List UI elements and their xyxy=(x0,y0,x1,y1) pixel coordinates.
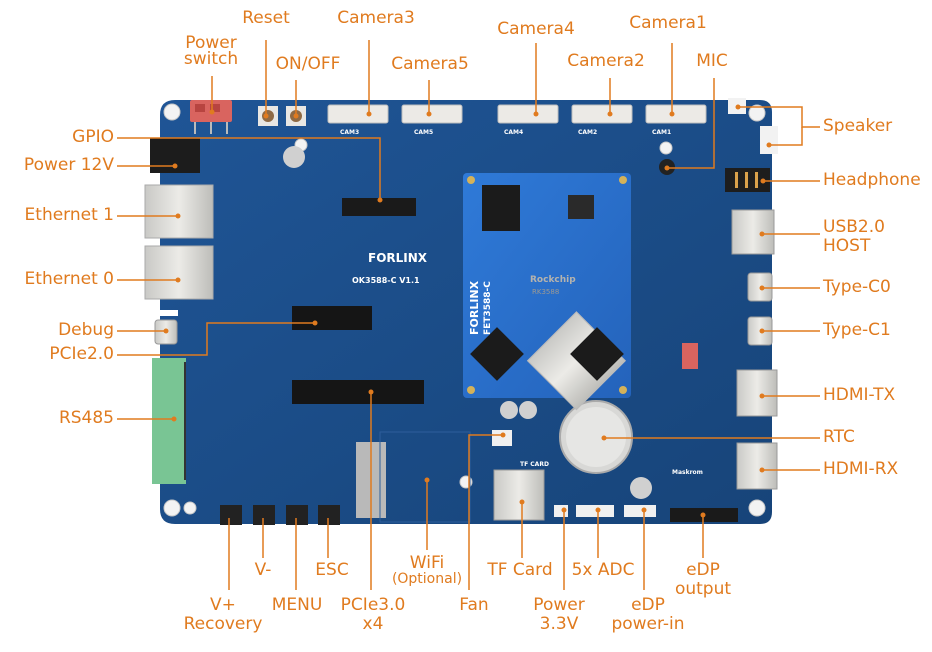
hdmi-tx-port xyxy=(736,369,778,417)
silk-tf-card: TF CARD xyxy=(520,461,549,468)
label-power-12v: Power 12V xyxy=(23,155,114,175)
label-power-3v3-line2: 3.3V xyxy=(539,614,579,634)
label-mic: MIC xyxy=(696,51,728,71)
label-rtc: RTC xyxy=(823,427,855,447)
label-hdmi-rx: HDMI-RX xyxy=(823,459,899,479)
label-pcie2: PCIe2.0 xyxy=(49,344,114,364)
label-ethernet-1: Ethernet 1 xyxy=(24,205,114,225)
label-usb-host-line1: USB2.0 xyxy=(823,217,885,237)
board-brand: FORLINX xyxy=(368,251,428,265)
usb-host-port xyxy=(731,209,775,255)
silk-cam5: CAM5 xyxy=(414,129,433,136)
label-wifi-note: (Optional) xyxy=(391,571,463,587)
label-speaker: Speaker xyxy=(823,116,893,136)
label-power-switch-line1: Power xyxy=(185,33,237,53)
gpio-header xyxy=(342,198,416,216)
label-camera2: Camera2 xyxy=(567,51,645,71)
label-edp-output: eDP output xyxy=(675,561,731,599)
label-rs485: RS485 xyxy=(58,408,114,428)
label-esc: ESC xyxy=(315,560,349,580)
edp-power-connector xyxy=(624,505,656,517)
label-wifi: WiFi (Optional) xyxy=(392,554,462,586)
label-usb-host: USB2.0 HOST xyxy=(823,218,885,256)
speaker-connector-b xyxy=(760,126,778,154)
module-brand: FORLINX xyxy=(468,280,481,335)
module-model: FET3588-C xyxy=(483,281,493,335)
silk-cam4: CAM4 xyxy=(504,129,523,136)
label-v-plus-line1: V+ xyxy=(210,595,236,615)
label-on-off: ON/OFF xyxy=(275,54,341,74)
label-power-switch-line2: switch xyxy=(183,49,239,69)
label-fan: Fan xyxy=(459,595,489,615)
bottom-buttons xyxy=(220,505,340,525)
camera-connectors xyxy=(327,104,707,124)
label-camera4: Camera4 xyxy=(497,19,575,39)
label-headphone: Headphone xyxy=(823,170,921,190)
soc-text: RK3588 xyxy=(532,288,559,296)
tf-card-slot xyxy=(493,469,545,521)
label-debug: Debug xyxy=(58,320,114,340)
mounting-holes xyxy=(163,103,766,517)
label-pcie3-line2: x4 xyxy=(362,614,384,634)
ethernet-0-jack xyxy=(144,245,214,300)
label-menu: MENU xyxy=(271,595,323,615)
label-edp-output-line1: eDP xyxy=(686,560,720,580)
label-type-c0: Type-C0 xyxy=(823,277,891,297)
label-edp-output-line2: output xyxy=(674,579,732,599)
pmic-chip xyxy=(568,195,594,219)
board-model: OK3588-C V1.1 xyxy=(352,276,420,285)
rs485-terminal-block xyxy=(152,358,186,484)
label-wifi-line1: WiFi xyxy=(409,553,445,573)
label-power-switch: Power switch xyxy=(183,33,239,69)
label-5x-adc: 5x ADC xyxy=(571,560,635,580)
label-camera5: Camera5 xyxy=(391,54,469,74)
label-camera3: Camera3 xyxy=(337,8,415,28)
pcie2-slot xyxy=(292,306,372,330)
silk-maskrom: Maskrom xyxy=(672,469,703,476)
label-pcie3-line1: PCIe3.0 xyxy=(340,595,406,615)
soc-brand: Rockchip xyxy=(530,275,576,285)
silk-cam3: CAM3 xyxy=(340,129,359,136)
label-usb-host-line2: HOST xyxy=(823,236,871,256)
dip-switch xyxy=(682,343,698,369)
label-edp-power-line2: power-in xyxy=(611,614,685,634)
adc-connector xyxy=(576,505,614,517)
callout-lines xyxy=(117,40,820,590)
label-v-plus-recovery: V+ Recovery xyxy=(184,596,263,634)
callout-dots xyxy=(163,104,772,518)
ram-chip-a xyxy=(470,327,524,381)
pcie3-slot xyxy=(292,380,424,404)
label-camera1: Camera1 xyxy=(629,13,707,33)
silk-cam2: CAM2 xyxy=(578,129,597,136)
label-type-c1: Type-C1 xyxy=(823,320,891,340)
hdmi-rx-port xyxy=(736,442,778,490)
ethernet-1-jack xyxy=(144,184,214,239)
label-power-3v3-line1: Power xyxy=(533,595,585,615)
silk-cam1: CAM1 xyxy=(652,129,671,136)
label-power-3v3: Power 3.3V xyxy=(533,596,584,634)
emmc-chip xyxy=(482,185,520,231)
label-edp-power-line1: eDP xyxy=(631,595,665,615)
label-tf-card: TF Card xyxy=(487,560,553,580)
label-gpio: GPIO xyxy=(72,127,114,147)
label-v-minus: V- xyxy=(254,560,272,580)
label-edp-power-in: eDP power-in xyxy=(611,596,684,634)
label-v-plus-line2: Recovery xyxy=(183,614,263,634)
label-pcie3: PCIe3.0 x4 xyxy=(341,596,406,634)
wifi-area xyxy=(379,431,471,523)
label-hdmi-tx: HDMI-TX xyxy=(823,385,896,405)
fan-connector xyxy=(492,430,512,446)
label-reset: Reset xyxy=(242,8,290,28)
label-ethernet-0: Ethernet 0 xyxy=(24,269,114,289)
